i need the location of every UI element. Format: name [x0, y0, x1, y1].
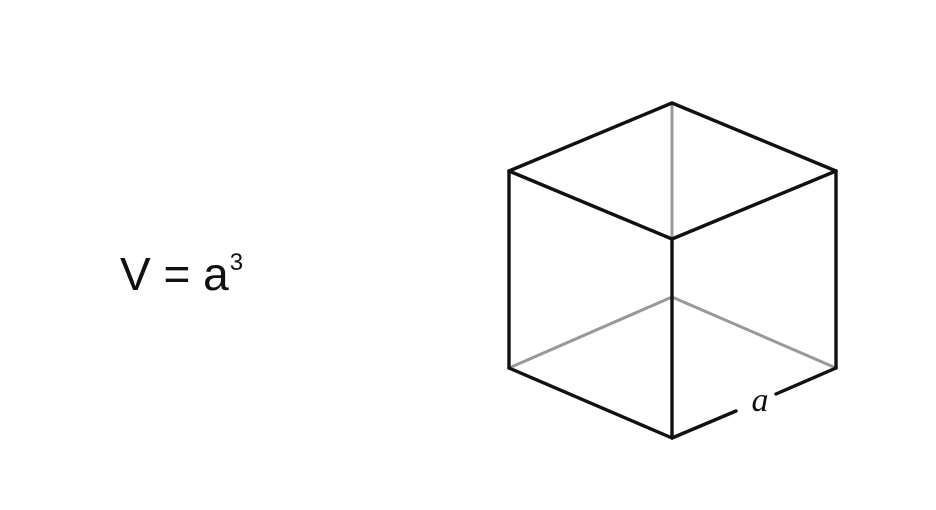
formula-base: a	[203, 248, 229, 300]
volume-formula: V = a3	[120, 246, 243, 311]
hidden-edge-right	[670, 295, 838, 370]
edge-bottom-front-right-a	[670, 409, 738, 440]
edge-top-back-right	[670, 101, 838, 173]
visible-edges	[507, 101, 838, 440]
formula-equals: =	[163, 248, 191, 300]
formula-exponent: 3	[229, 249, 244, 276]
hidden-edge-left	[507, 295, 674, 370]
edge-top-back-left	[507, 101, 674, 173]
edge-length-label: a	[752, 382, 769, 419]
edge-top-front-left	[507, 169, 674, 241]
edge-top-front-right	[670, 169, 838, 241]
formula-lhs: V	[120, 248, 151, 300]
edge-bottom-front-left	[507, 366, 674, 440]
edge-bottom-front-right-b	[774, 366, 838, 396]
